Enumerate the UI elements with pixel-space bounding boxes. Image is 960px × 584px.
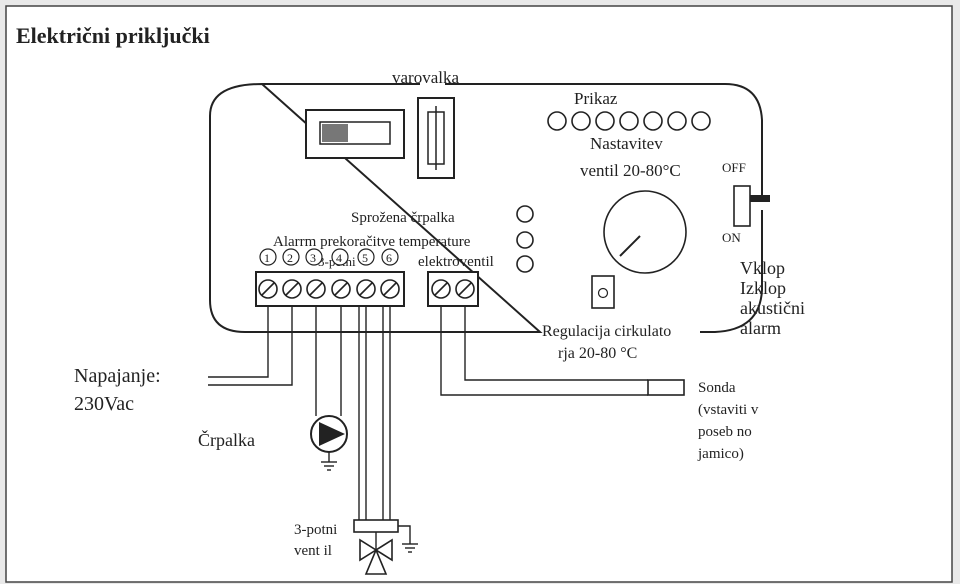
switch-desc-1: Vklop — [740, 258, 785, 278]
pump-label: Črpalka — [198, 429, 255, 450]
status-led-alarm — [516, 231, 534, 249]
terminal-number: 5 — [362, 251, 368, 265]
status-led-column — [516, 205, 534, 273]
supply-label-2: 230Vac — [74, 393, 134, 415]
display-led — [691, 111, 711, 131]
terminal-number: 2 — [287, 251, 293, 265]
display-led-row — [547, 111, 711, 131]
alarm-switch[interactable] — [733, 185, 751, 227]
switch-desc-3: akustični — [740, 298, 805, 318]
valve-wires — [358, 306, 391, 520]
valve-bottom-label-2: vent il — [294, 543, 332, 559]
display-led — [595, 111, 615, 131]
valve-setting-knob[interactable] — [603, 190, 687, 274]
terminal-screws-main — [258, 279, 400, 299]
diagram-title: Električni priključki — [16, 23, 210, 48]
setting-label: Nastavitev — [590, 134, 663, 153]
supply-wires — [208, 306, 293, 386]
display-label: Prikaz — [574, 89, 618, 108]
fuse-label: varovalka — [392, 68, 459, 87]
display-led — [667, 111, 687, 131]
terminal-number: 3 — [310, 251, 316, 265]
pump-arrow-icon — [319, 422, 345, 446]
terminal-number: 4 — [336, 251, 342, 265]
pump-ground-icon — [321, 461, 337, 471]
circulator-trimmer-screw — [597, 287, 609, 299]
three-way-valve-icon — [359, 538, 393, 575]
pump-wires — [315, 306, 342, 462]
terminal-number-circle — [357, 248, 375, 266]
switch-on-label: ON — [722, 230, 741, 245]
terminal-number: 6 — [386, 251, 392, 265]
circ-reg-label-2: rja 20-80 °C — [558, 345, 637, 362]
pump-triggered-label: Sprožena črpalka — [351, 210, 455, 226]
probe-label-2: (vstaviti v — [698, 402, 759, 418]
terminal-block-main — [255, 271, 405, 307]
controller-housing — [209, 82, 763, 333]
terminal-number-circle — [282, 248, 300, 266]
terminal-number-circle — [331, 248, 349, 266]
display-segment — [322, 124, 348, 142]
switch-off-label: OFF — [722, 160, 746, 175]
display-led — [571, 111, 591, 131]
terminal-number-circle — [305, 248, 323, 266]
terminal-number-circle — [259, 248, 277, 266]
valve-range-label: ventil 20-80°C — [580, 161, 681, 180]
probe-wires — [440, 306, 648, 396]
probe-label-3: poseb no — [698, 424, 752, 440]
terminal-numbers: 1 2 3 4 5 6 — [259, 248, 399, 266]
alarm-switch-lever[interactable] — [750, 195, 770, 202]
alarm-over-temp-label: Alarrm prekoračitve temperature — [273, 234, 471, 250]
display-led — [547, 111, 567, 131]
switch-desc-4: alarm — [740, 318, 781, 338]
terminal-number-circle — [381, 248, 399, 266]
terminal-screws-probe — [431, 279, 475, 299]
electrovalve-label: elektroventil — [418, 254, 494, 270]
status-led-pump — [516, 205, 534, 223]
temperature-probe — [647, 379, 685, 396]
valve-actuator — [353, 519, 399, 533]
supply-label-1: Napajanje: — [74, 365, 161, 387]
circ-reg-label-1: Regulacija cirkulato — [542, 323, 671, 340]
status-led-valve — [516, 255, 534, 273]
display-led — [619, 111, 639, 131]
terminal-number: 1 — [264, 251, 270, 265]
switch-desc-2: Izklop — [740, 278, 786, 298]
valve-knob-pointer — [619, 235, 641, 257]
valve-bottom-label-1: 3-potni — [294, 522, 337, 538]
probe-label-1: Sonda — [698, 380, 736, 396]
valve-ground-icon — [398, 525, 418, 553]
probe-label-4: jamico) — [697, 446, 744, 462]
display-led — [643, 111, 663, 131]
